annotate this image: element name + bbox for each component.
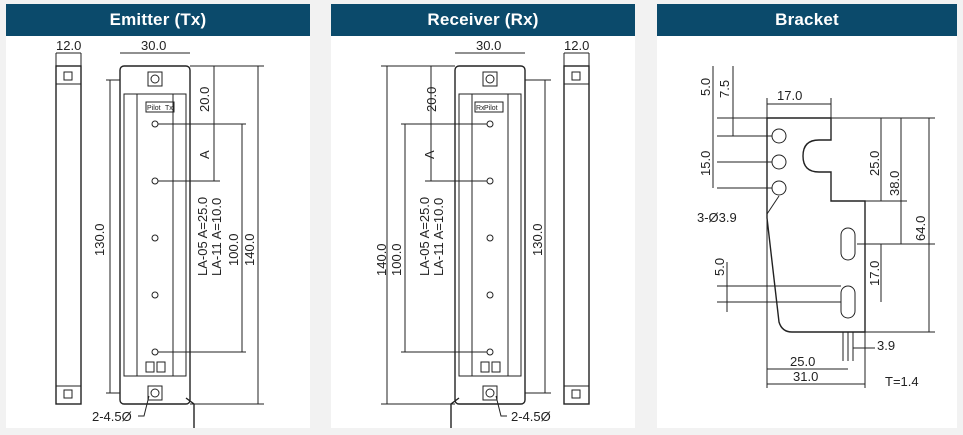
- emitter-dim-100-label: 100.0: [226, 233, 241, 266]
- receiver-panel-title: Receiver (Rx): [331, 4, 635, 36]
- bracket-slot-2: [840, 285, 856, 319]
- receiver-dim-140-label: 140.0: [374, 243, 389, 276]
- emitter-beam-1: [151, 120, 159, 128]
- receiver-front-view: Rx Pilot 30.0 20.0 A 140.0 100.: [374, 38, 551, 428]
- emitter-side-view: 12.0: [55, 38, 82, 405]
- receiver-side-view: 12.0: [563, 38, 590, 405]
- emitter-drawing: 12.0 Pilot Tx 30.0 13: [55, 38, 264, 428]
- bracket-panel-title: Bracket: [657, 4, 957, 36]
- bracket-dim-31-label: 31.0: [793, 369, 818, 384]
- emitter-cable: [185, 397, 195, 428]
- receiver-la11-label: LA-11 A=10.0: [431, 198, 446, 276]
- receiver-badge-text: Pilot: [484, 105, 498, 112]
- receiver-beam-2: [486, 177, 494, 185]
- bracket-dim-25-bottom-label: 25.0: [790, 354, 815, 369]
- emitter-hole-label: 2-4.5Ø: [92, 409, 132, 424]
- bracket-dim-38-label: 38.0: [887, 171, 902, 196]
- bracket-drawing: 5.0 7.5 15.0 17.0 3-Ø3.9 25.0 38.0 64.0 …: [697, 66, 935, 389]
- bracket-hole-1: [771, 128, 787, 144]
- receiver-dim-A-label: A: [422, 150, 437, 159]
- emitter-panel-title: Emitter (Tx): [6, 4, 310, 36]
- emitter-beam-4: [151, 291, 159, 299]
- receiver-dim-20-label: 20.0: [424, 87, 439, 112]
- receiver-side-width-label: 12.0: [564, 38, 589, 53]
- receiver-panel: Receiver (Rx) Rx Pilot 30.0 20.0: [331, 4, 635, 428]
- bracket-dim-17-top-label: 17.0: [777, 88, 802, 103]
- bracket-outline: [766, 117, 866, 333]
- bracket-thickness-label: T=1.4: [885, 374, 919, 389]
- bracket-dim-64-label: 64.0: [913, 216, 928, 241]
- bracket-hole-3: [771, 180, 787, 196]
- emitter-badge-tag: Tx: [165, 105, 173, 112]
- bracket-dim-5-label: 5.0: [698, 78, 713, 96]
- bracket-hole-label: 3-Ø3.9: [697, 210, 737, 225]
- bracket-hole-2: [771, 154, 787, 170]
- emitter-panel: Emitter (Tx) 12.0 Pilot Tx: [6, 4, 310, 428]
- emitter-length-label: 130.0: [92, 223, 107, 256]
- receiver-beam-5: [486, 348, 494, 356]
- bracket-dim-3-9-label: 3.9: [877, 338, 895, 353]
- receiver-length-label: 130.0: [530, 223, 545, 256]
- emitter-la05-label: LA-05 A=25.0: [195, 197, 210, 276]
- bracket-dim-7-5-label: 7.5: [717, 80, 732, 98]
- emitter-front-view: Pilot Tx 30.0 130.0 20.0 A LA-05 A=25: [92, 38, 264, 428]
- bracket-panel: Bracket 5.0 7.5 15.0 17.0 3-Ø3.9 25.0 38…: [657, 4, 957, 428]
- emitter-dim-20-label: 20.0: [197, 87, 212, 112]
- emitter-dim-140-label: 140.0: [242, 233, 257, 266]
- emitter-la11-label: LA-11 A=10.0: [209, 198, 224, 276]
- receiver-badge-tag: Rx: [476, 105, 485, 112]
- receiver-beam-3: [486, 234, 494, 242]
- emitter-side-width-label: 12.0: [56, 38, 81, 53]
- receiver-la05-label: LA-05 A=25.0: [417, 197, 432, 276]
- emitter-dim-A-label: A: [197, 150, 212, 159]
- bracket-dim-17-right-label: 17.0: [867, 261, 882, 286]
- bracket-slot-1: [840, 227, 856, 261]
- emitter-beam-2: [151, 177, 159, 185]
- receiver-cable: [450, 397, 460, 428]
- receiver-drawing: Rx Pilot 30.0 20.0 A 140.0 100.: [374, 38, 590, 428]
- emitter-beam-5: [151, 348, 159, 356]
- bracket-dim-15-label: 15.0: [698, 151, 713, 176]
- bracket-dim-5-slot-label: 5.0: [712, 258, 727, 276]
- emitter-front-width-label: 30.0: [141, 38, 166, 53]
- receiver-beam-1: [486, 120, 494, 128]
- bracket-dim-25-right-label: 25.0: [867, 151, 882, 176]
- receiver-hole-label: 2-4.5Ø: [511, 409, 551, 424]
- emitter-beam-3: [151, 234, 159, 242]
- receiver-front-width-label: 30.0: [476, 38, 501, 53]
- receiver-dim-100-label: 100.0: [389, 243, 404, 276]
- receiver-beam-4: [486, 291, 494, 299]
- emitter-badge-text: Pilot: [147, 105, 161, 112]
